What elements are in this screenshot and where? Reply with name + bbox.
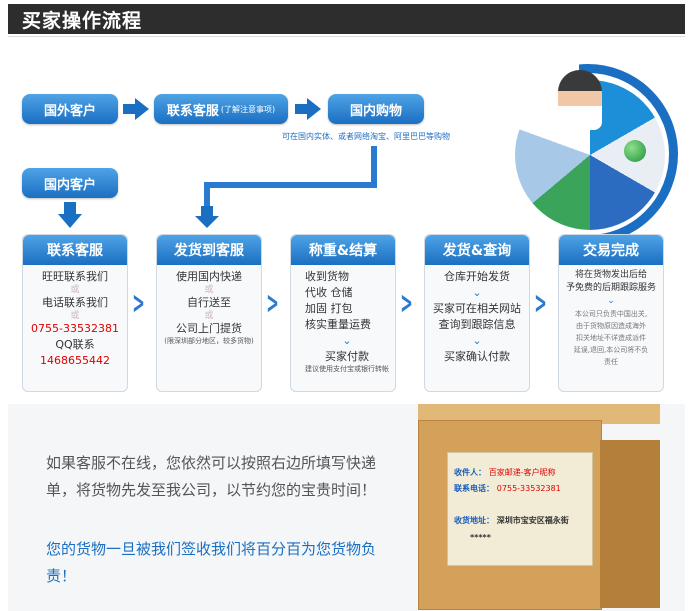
overseas-customer-label: 国外客户: [43, 103, 96, 119]
stage-weigh-title: 称重&结算: [291, 235, 395, 265]
weigh-item: 代收 仓储: [305, 286, 353, 299]
stage-complete-title: 交易完成: [559, 235, 663, 265]
chevron-down-icon: ⌄: [472, 286, 482, 299]
arrow-down-icon: [58, 202, 82, 228]
parcel-box-side: [600, 440, 660, 608]
service-agent-image: [558, 70, 602, 130]
or-text: 或: [70, 285, 80, 295]
weigh-pay: 买家付款: [325, 350, 369, 363]
address-label: 收货地址：: [454, 516, 494, 525]
complete-small: 责任: [604, 358, 618, 366]
chevron-right-icon: >: [132, 286, 145, 321]
complete-small: 由于货物原因造成海外: [576, 322, 646, 330]
dispatch-line: 买家确认付款: [444, 350, 510, 363]
weigh-item: 加固 打包: [305, 302, 353, 315]
globe-icon: [624, 140, 646, 162]
ship-note: (限深圳部分地区，较多货物): [164, 337, 254, 345]
complete-small: 本公司只负责中国出关,: [574, 310, 648, 318]
connector-line: [204, 182, 210, 208]
chevron-right-icon: >: [534, 286, 547, 321]
dispatch-line: 查询到跟踪信息: [438, 318, 516, 331]
domestic-customer-label: 国内客户: [43, 177, 96, 193]
ship-line: 公司上门提货: [176, 322, 242, 335]
recipient-value: 百家邮递-客户昵称: [488, 468, 556, 477]
domestic-customer-button[interactable]: 国内客户: [22, 168, 118, 198]
header-bar: 买家操作流程: [8, 4, 685, 34]
dispatch-line: 买家可在相关网站: [433, 302, 521, 315]
address-value: 深圳市宝安区福永街: [496, 516, 569, 525]
complete-line: 予免费的后期跟踪服务: [565, 283, 656, 293]
arrow-right-icon: [123, 98, 149, 120]
contact-line: QQ联系: [55, 338, 95, 351]
chevron-right-icon: >: [400, 286, 413, 321]
or-text: 或: [204, 285, 214, 295]
contact-service-label: 联系客服: [166, 103, 219, 119]
arrow-down-icon: [195, 206, 219, 228]
weigh-item: 核实重量运费: [305, 318, 371, 331]
domestic-shopping-label: 国内购物: [349, 103, 402, 119]
contact-qq[interactable]: 1468655442: [40, 354, 110, 367]
chevron-right-icon: >: [266, 286, 279, 321]
stage-contact-title: 联系客服: [23, 235, 127, 265]
stage-contact-card: 联系客服 旺旺联系我们 或 电话联系我们 或 0755-33532381 QQ联…: [22, 234, 128, 392]
connector-line: [204, 182, 377, 188]
ship-line: 自行送至: [187, 296, 231, 309]
domestic-shopping-button[interactable]: 国内购物: [328, 94, 424, 124]
contact-line: 电话联系我们: [42, 296, 108, 309]
phone-label: 联系电话：: [454, 484, 494, 493]
bottom-description: 如果客服不在线，您依然可以按照右边所填写快递单，将货物先发至我公司，以节约您的宝…: [46, 454, 377, 499]
chevron-down-icon: ⌄: [607, 296, 615, 306]
complete-small: 延误,退回,本公司将不负: [573, 346, 649, 354]
contact-service-note: (了解注意事项): [220, 104, 276, 114]
contact-phone[interactable]: 0755-33532381: [31, 322, 119, 335]
parcel-box-top: [418, 404, 660, 424]
overseas-customer-button[interactable]: 国外客户: [22, 94, 118, 124]
shopping-note: 可在国内实体、或者网络淘宝、阿里巴巴等购物: [282, 132, 450, 141]
stage-weigh-card: 称重&结算 收到货物 代收 仓储 加固 打包 核实重量运费 ⌄ 买家付款 建议使…: [290, 234, 396, 392]
ship-line: 使用国内快递: [176, 270, 242, 283]
page-title: 买家操作流程: [22, 10, 143, 32]
complete-line: 将在货物发出后给: [574, 270, 647, 280]
address-stars: *****: [470, 533, 491, 542]
chevron-down-icon: ⌄: [342, 334, 352, 347]
contact-service-button[interactable]: 联系客服(了解注意事项): [154, 94, 288, 124]
dispatch-line: 仓库开始发货: [444, 270, 510, 283]
contact-line: 旺旺联系我们: [42, 270, 108, 283]
chevron-down-icon: ⌄: [472, 334, 482, 347]
recipient-label: 收件人：: [454, 468, 486, 477]
bottom-guarantee: 您的货物一旦被我们签收我们将百分百为您货物负责！: [46, 540, 377, 585]
connector-line: [371, 146, 377, 188]
arrow-right-icon: [295, 98, 321, 120]
stage-complete-card: 交易完成 将在货物发出后给 予免费的后期跟踪服务 ⌄ 本公司只负责中国出关, 由…: [558, 234, 664, 392]
stage-ship-title: 发货到客服: [157, 235, 261, 265]
or-text: 或: [70, 311, 80, 321]
header-divider: [8, 36, 685, 37]
or-text: 或: [204, 311, 214, 321]
stage-ship-card: 发货到客服 使用国内快递 或 自行送至 或 公司上门提货 (限深圳部分地区，较多…: [156, 234, 262, 392]
complete-small: 扣关地址不详造成派件: [576, 334, 646, 342]
shipping-label: 收件人： 百家邮递-客户昵称 联系电话： 0755-33532381 收货地址：…: [447, 452, 593, 566]
weigh-item: 收到货物: [305, 270, 349, 283]
weigh-note: 建议使用支付宝或银行转帐: [305, 365, 389, 373]
phone-value: 0755-33532381: [496, 484, 561, 493]
stage-dispatch-card: 发货&查询 仓库开始发货 ⌄ 买家可在相关网站 查询到跟踪信息 ⌄ 买家确认付款: [424, 234, 530, 392]
stage-dispatch-title: 发货&查询: [425, 235, 529, 265]
